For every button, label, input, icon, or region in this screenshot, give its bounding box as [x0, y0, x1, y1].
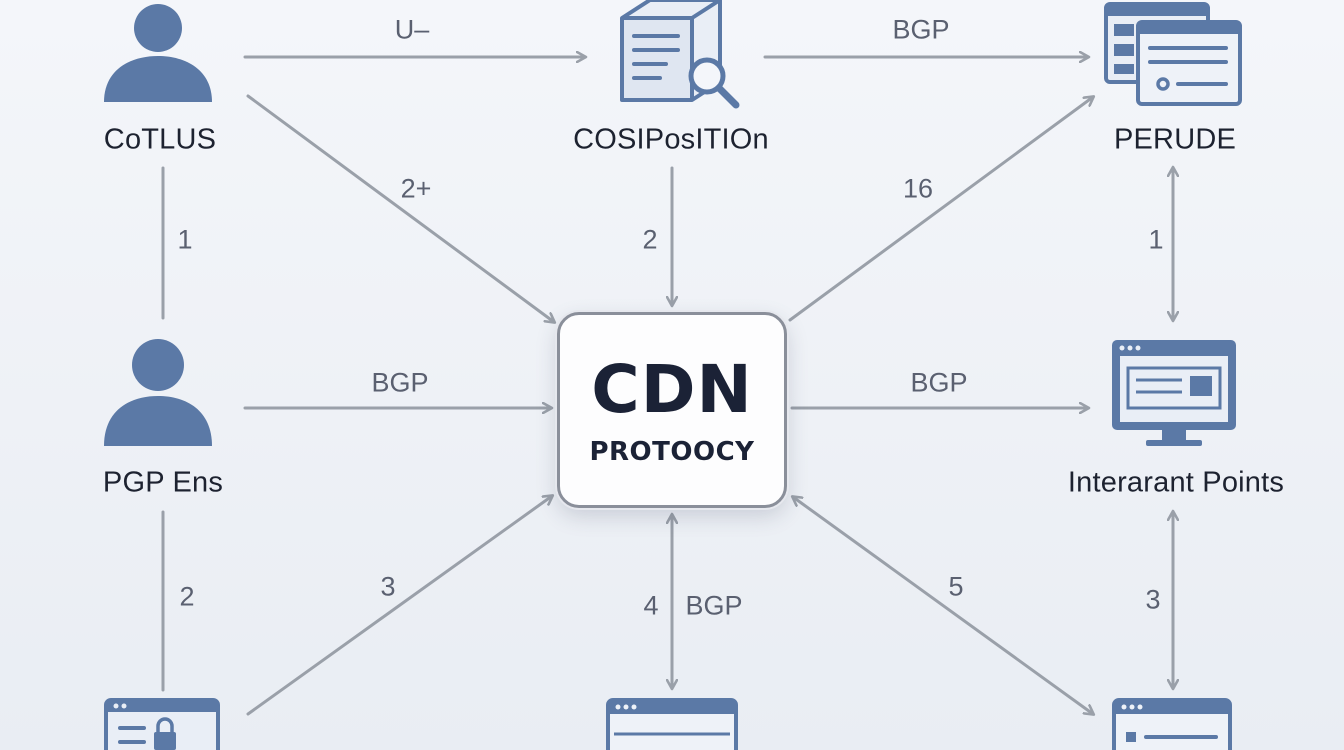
edge-bottom-left-to-cdn — [246, 496, 552, 716]
user-icon — [104, 4, 212, 102]
edge-label-bgp-bottom: BGP — [685, 590, 743, 621]
edge-label-5: 5 — [948, 571, 964, 602]
user-icon — [104, 339, 212, 446]
edge-label-bgp-top: BGP — [892, 14, 950, 45]
edge-label-u: U– — [394, 14, 430, 45]
edge-label-3-left: 3 — [380, 571, 396, 602]
edge-label-1-left: 1 — [177, 224, 193, 255]
monitor-icon — [1112, 340, 1236, 446]
node-label-cotlus: CoTLUS — [103, 123, 217, 156]
center-title: CDN — [591, 351, 753, 428]
server-search-icon — [620, 0, 740, 109]
edge-label-1-right: 1 — [1148, 224, 1164, 255]
browser-windows-icon — [1104, 2, 1242, 106]
node-label-perude: PERUDE — [1113, 123, 1237, 156]
edge-label-3-right: 3 — [1145, 584, 1161, 615]
node-label-pgp-ens: PGP Ens — [102, 466, 224, 499]
connectors — [161, 57, 1173, 716]
edge-label-16: 16 — [902, 173, 934, 204]
secure-form-icon — [104, 698, 220, 750]
node-label-interarant-points: Interarant Points — [1067, 466, 1285, 499]
edge-label-2-left: 2 — [179, 581, 195, 612]
edge-label-2plus: 2+ — [400, 173, 432, 204]
cdn-protocol-node[interactable]: CDN PROTOOCY — [557, 312, 787, 508]
center-subtitle: PROTOOCY — [589, 437, 755, 467]
browser-window-icon — [606, 698, 738, 750]
edge-label-2-top: 2 — [642, 224, 658, 255]
edge-label-bgp-right: BGP — [910, 367, 968, 398]
edge-label-bgp-left: BGP — [371, 367, 429, 398]
node-label-cosiposition: COSIPosITIOn — [573, 123, 769, 156]
edge-label-4: 4 — [643, 590, 659, 621]
edge-cotlus-to-cdn — [246, 94, 554, 322]
browser-window-icon — [1112, 698, 1232, 750]
edge-cdn-to-bottom-right — [793, 497, 1093, 714]
edge-cdn-to-perude — [788, 97, 1093, 322]
